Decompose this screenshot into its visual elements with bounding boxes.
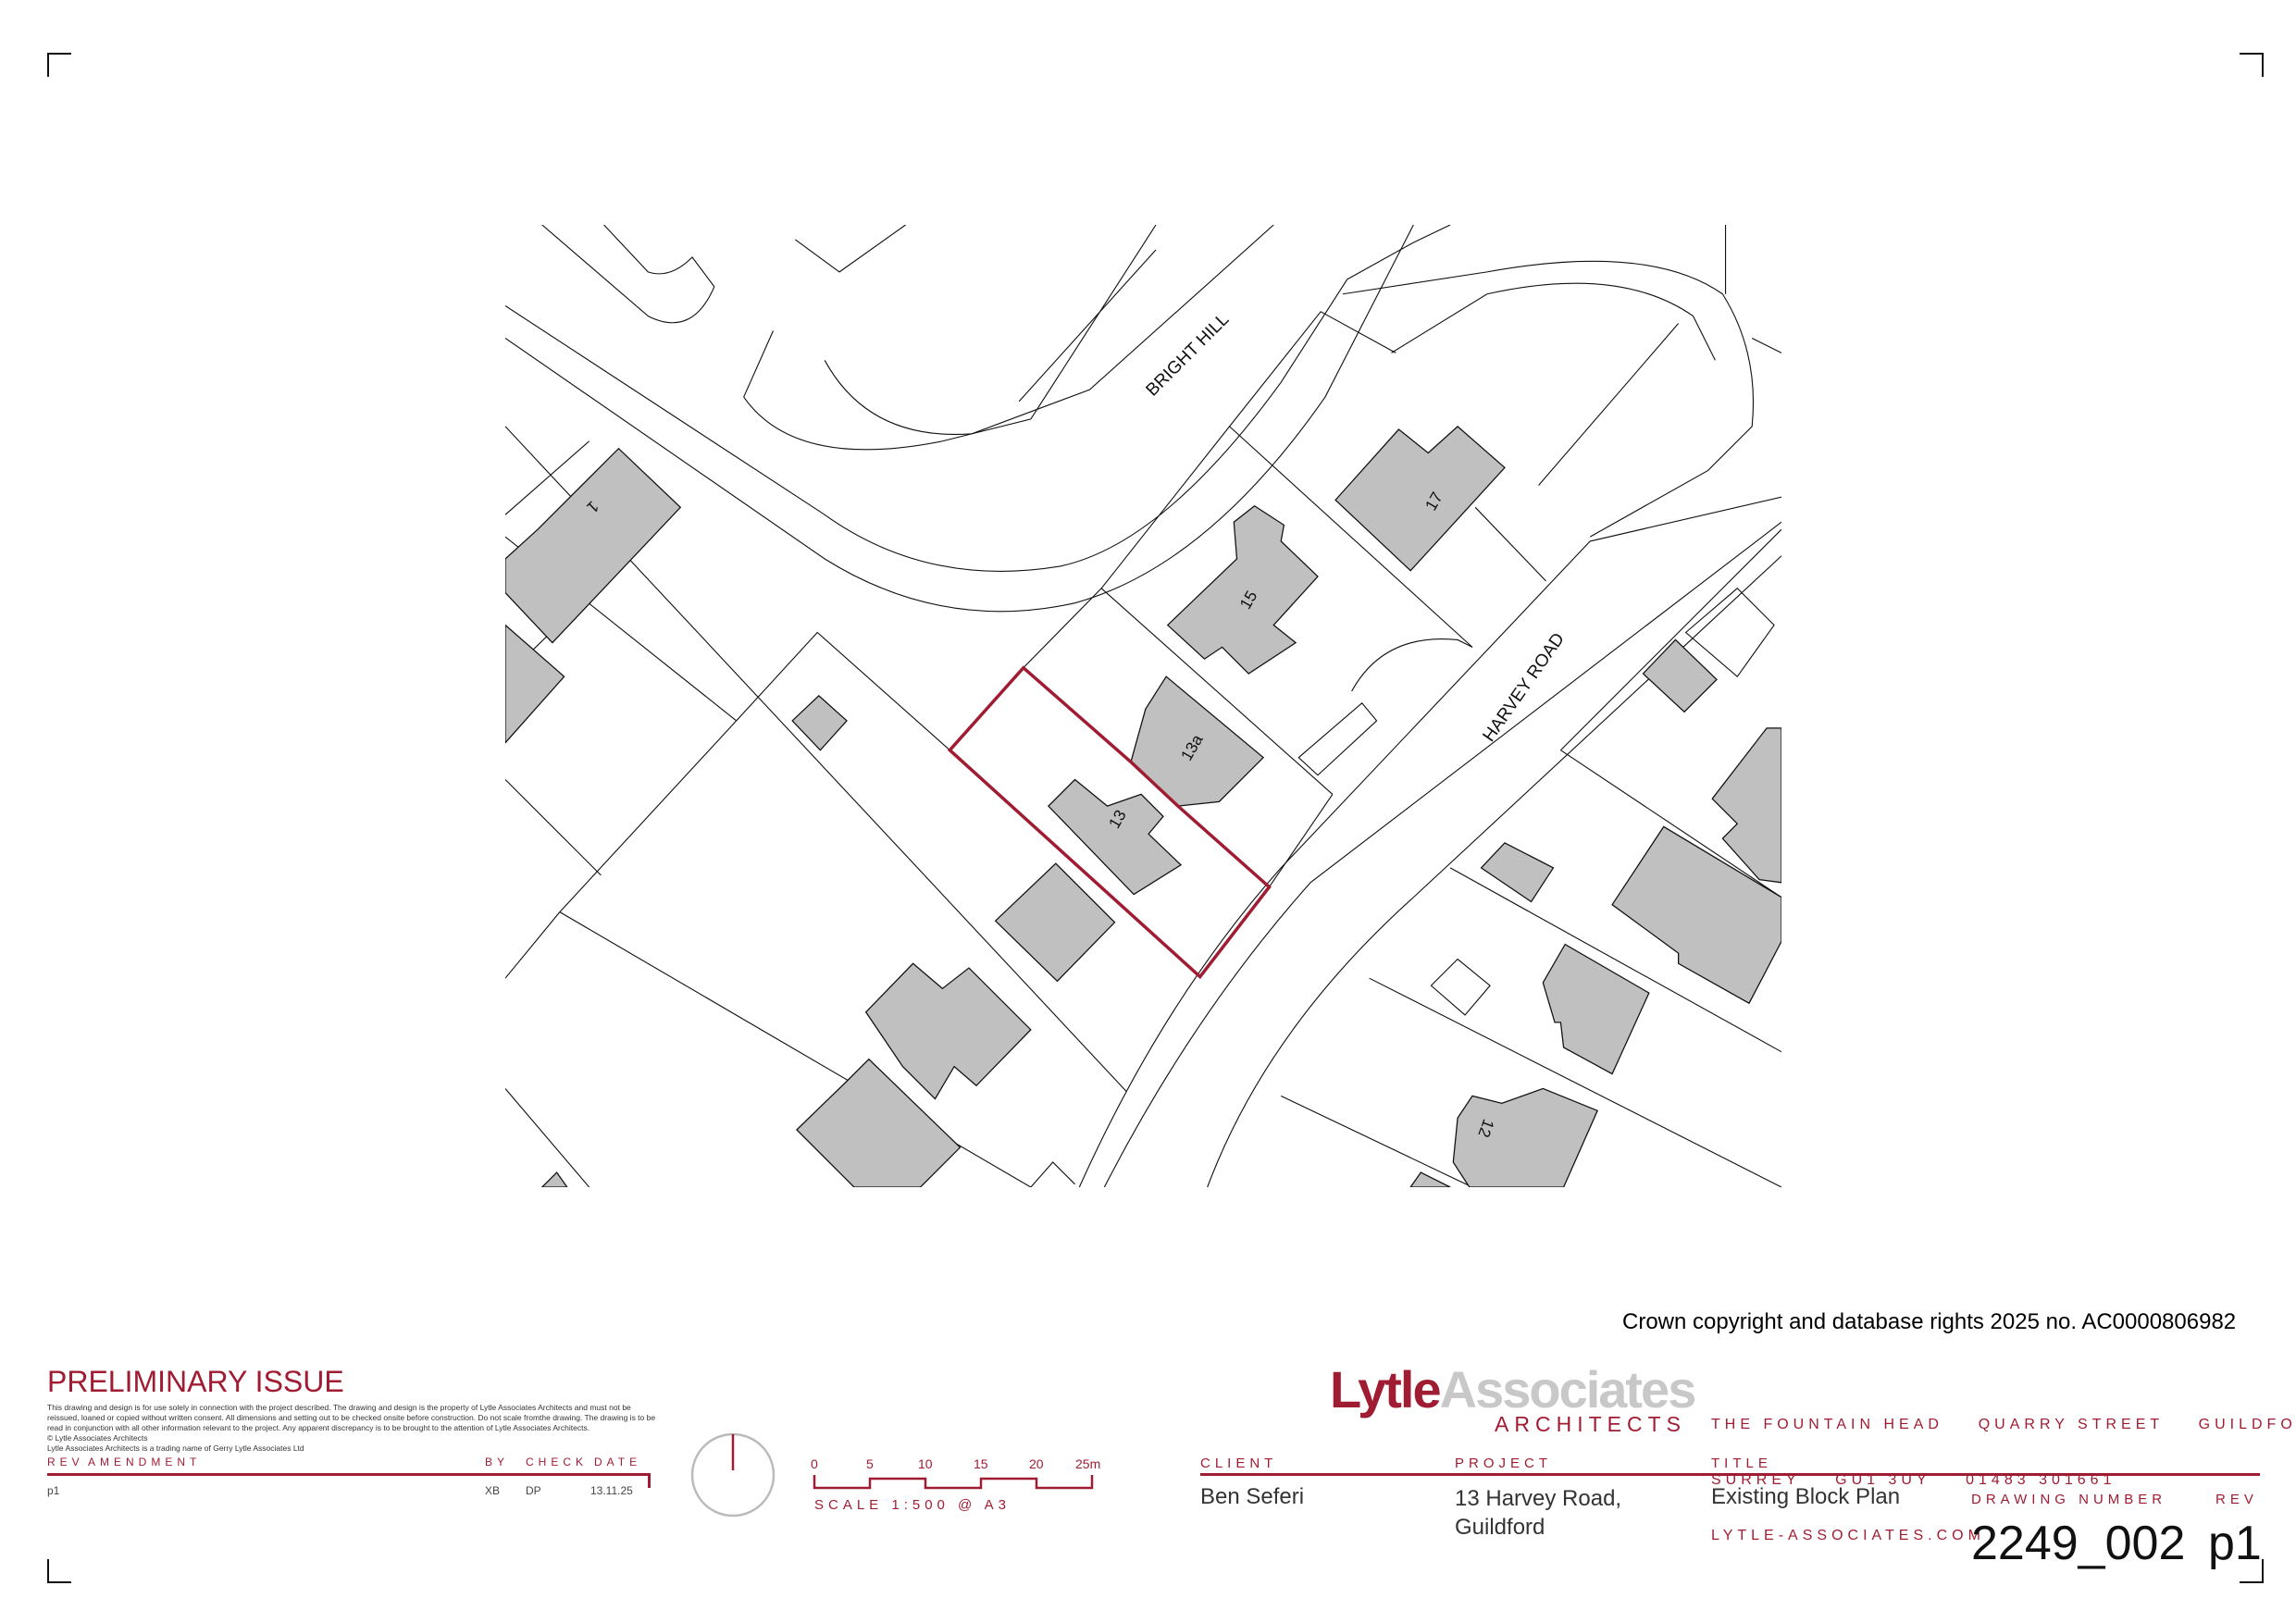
scale-label: SCALE 1:500 @ A3 — [814, 1497, 1011, 1513]
revision-check: DP — [526, 1484, 541, 1497]
building — [994, 862, 1116, 983]
project-line-1: 13 Harvey Road, — [1455, 1486, 1622, 1511]
scale-tick: 10 — [918, 1456, 933, 1471]
scale-tick: 0 — [811, 1456, 818, 1471]
crop-mark-top-left — [47, 53, 71, 77]
title-label: TITLE — [1711, 1456, 1772, 1471]
logo-lytle: Lytle — [1330, 1360, 1442, 1419]
disclaimer-text: This drawing and design is for use solel… — [47, 1403, 656, 1432]
buildings — [505, 426, 1781, 1187]
project-line-2: Guildford — [1455, 1515, 1545, 1540]
north-arrow-icon — [690, 1432, 776, 1518]
project-label: PROJECT — [1455, 1456, 1553, 1471]
scale-bar — [813, 1475, 1094, 1490]
drawing-number: 2249_002 — [1971, 1517, 2186, 1570]
building-12 — [1452, 1087, 1599, 1187]
by-header: BY — [485, 1456, 510, 1468]
scale-tick: 5 — [866, 1456, 874, 1471]
building-13 — [1048, 778, 1183, 896]
revision-by: XB — [485, 1484, 501, 1497]
title-value: Existing Block Plan — [1711, 1484, 1901, 1509]
building — [505, 624, 565, 744]
road-label-bright-hill: BRIGHT HILL — [1143, 310, 1234, 401]
check-header: CHECK — [526, 1456, 589, 1468]
revision-rev: p1 — [47, 1484, 60, 1497]
disclaimer: This drawing and design is for use solel… — [47, 1403, 658, 1454]
building — [796, 1058, 962, 1187]
building — [540, 1171, 568, 1187]
date-header: DATE — [594, 1456, 642, 1468]
building — [1642, 638, 1718, 713]
building — [1711, 727, 1781, 884]
scale-tick-labels: 0 5 10 15 20 25m — [810, 1456, 1106, 1473]
scale-tick: 20 — [1029, 1456, 1044, 1471]
building — [1409, 1171, 1451, 1187]
client-label: CLIENT — [1200, 1456, 1278, 1471]
logo-associates: Associates — [1439, 1360, 1697, 1419]
crop-mark-top-right — [2240, 53, 2264, 77]
disclaimer-trading: Lytle Associates Architects is a trading… — [47, 1443, 304, 1453]
building-1 — [505, 447, 682, 644]
company-address: THE FOUNTAIN HEAD QUARRY STREET GUILDFOR… — [1711, 1379, 2296, 1564]
revision-rule — [47, 1473, 651, 1476]
scale-tick: 25m — [1075, 1456, 1101, 1471]
site-boundary — [947, 665, 1272, 980]
block-plan-map: BRIGHT HILL HARVEY ROAD 1 15 17 13a 13 1… — [505, 225, 1781, 1187]
crop-mark-bottom-left — [47, 1559, 71, 1583]
title-block-rule — [1200, 1473, 2260, 1476]
rev-header: REV — [47, 1456, 84, 1468]
crown-copyright: Crown copyright and database rights 2025… — [1622, 1309, 2237, 1334]
building-15 — [1166, 504, 1319, 675]
address-line-3: LYTLE-ASSOCIATES.COM — [1711, 1528, 1985, 1543]
rev-value: p1 — [2208, 1517, 2262, 1570]
company-logo: LytleAssociates ARCHITECTS — [1330, 1360, 1696, 1437]
client-value: Ben Seferi — [1200, 1484, 1305, 1509]
building — [1480, 842, 1555, 903]
revision-date: 13.11.25 — [590, 1484, 633, 1497]
logo-architects: ARCHITECTS — [1495, 1412, 1686, 1436]
building — [1542, 943, 1650, 1075]
building-17 — [1334, 426, 1506, 572]
drawing-number-label: DRAWING NUMBER — [1971, 1492, 2167, 1507]
scale-tick: 15 — [974, 1456, 988, 1471]
disclaimer-copyright: © Lytle Associates Architects — [47, 1433, 148, 1443]
preliminary-issue: PRELIMINARY ISSUE — [47, 1365, 344, 1398]
address-line-1: THE FOUNTAIN HEAD QUARRY STREET GUILDFOR… — [1711, 1417, 2296, 1432]
rev-label: REV — [2215, 1492, 2258, 1507]
address-line-2: SURREY GU1 3UY 01483 301661 — [1711, 1472, 2116, 1488]
building — [1611, 825, 1781, 1005]
revision-row: p1 XB DP 13.11.25 — [47, 1484, 658, 1503]
revision-rule-tick — [648, 1473, 651, 1488]
building — [791, 695, 848, 751]
amendment-header: AMENDMENT — [88, 1456, 202, 1468]
project-value: 13 Harvey Road, Guildford — [1455, 1484, 1621, 1542]
crop-mark-bottom-right — [2240, 1559, 2264, 1583]
road-label-harvey-road: HARVEY ROAD — [1480, 629, 1569, 745]
building — [864, 962, 1032, 1100]
